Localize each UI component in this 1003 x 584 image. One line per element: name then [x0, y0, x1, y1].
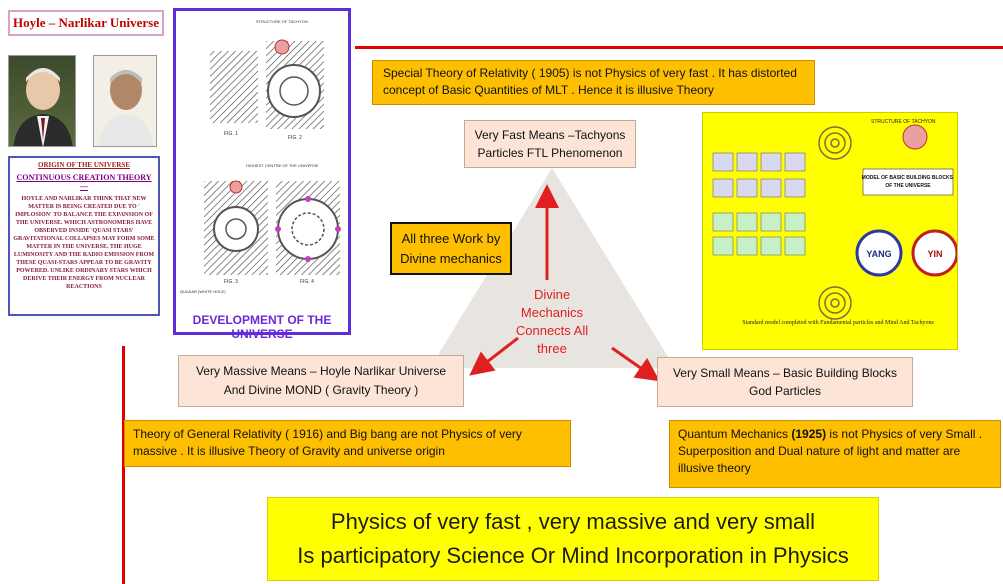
bottom-line-2: Is participatory Science Or Mind Incorpo… — [297, 543, 849, 568]
very-massive-box: Very Massive Means – Hoyle Narlikar Univ… — [178, 355, 464, 407]
very-small-box: Very Small Means – Basic Building Blocks… — [657, 357, 913, 407]
fig4-core — [291, 212, 325, 246]
model-title-box — [862, 168, 954, 196]
divine-mechanics-box: All three Work by Divine mechanics — [390, 222, 512, 275]
panel-caption: Standard model completed with Fundamenta… — [742, 320, 934, 326]
qm-text-a: Quantum Mechanics — [678, 427, 792, 441]
yang-label: YANG — [866, 249, 891, 259]
bottom-line-1: Physics of very fast , very massive and … — [330, 509, 816, 534]
fig4-dot — [275, 226, 281, 232]
portrait-photo-hoyle — [8, 55, 76, 147]
development-figures: FIG. 1 FIG. 2 STRUCTURE OF TACHYON FIG. … — [180, 19, 341, 294]
fig2-label: FIG. 2 — [288, 135, 302, 141]
fig4-label: FIG. 4 — [300, 279, 314, 285]
quantum-mechanics-box: Quantum Mechanics (1925) is not Physics … — [669, 420, 1001, 488]
spiral-icon-top — [818, 126, 852, 160]
fig2-core — [279, 76, 309, 106]
bottom-statement-box: Physics of very fast , very massive and … — [267, 497, 879, 581]
spiral-icon-bottom — [818, 286, 852, 320]
particle-grid — [712, 152, 806, 256]
hoyle-narlikar-title: Hoyle – Narlikar Universe — [8, 10, 164, 36]
qm-text-b: is not Physics of very Small . Superposi… — [678, 427, 983, 475]
building-blocks-figure: STRUCTURE OF TACHYON MODEL OF BASIC BUIL… — [712, 119, 957, 326]
development-panel: FIG. 1 FIG. 2 STRUCTURE OF TACHYON FIG. … — [173, 8, 351, 335]
model-title-line2: OF THE UNIVERSE — [885, 183, 931, 189]
very-fast-box: Very Fast Means –Tachyons Particles FTL … — [464, 120, 636, 168]
origin-body: HOYLE AND NARLIKAR THINK THAT NEW MATTER… — [13, 196, 155, 290]
fig4-dot — [305, 256, 311, 262]
general-relativity-box: Theory of General Relativity ( 1916) and… — [124, 420, 571, 467]
special-relativity-box: Special Theory of Relativity ( 1905) is … — [372, 60, 815, 105]
arrow-right — [611, 346, 660, 382]
fig1-hatch — [210, 51, 258, 123]
tachyon-structure-icon — [902, 124, 928, 150]
panel-caption-wrap: Standard model completed with Fundamenta… — [742, 320, 934, 326]
tachyon-structure-label: STRUCTURE OF TACHYON — [871, 119, 936, 125]
portrait-photo-narlikar — [93, 55, 157, 147]
fig3-core — [225, 218, 247, 240]
origin-of-universe-box: ORIGIN OF THE UNIVERSE CONTINUOUS CREATI… — [8, 156, 160, 316]
label-highest-centre: HIGHEST CENTRE OF THE UNIVERSE — [246, 163, 319, 168]
label-structure-tachyon: STRUCTURE OF TACHYON — [256, 19, 308, 24]
building-blocks-panel: STRUCTURE OF TACHYON MODEL OF BASIC BUIL… — [702, 112, 958, 350]
development-title: DEVELOPMENT OF THE UNIVERSE — [192, 313, 332, 341]
tachyon-icon — [274, 39, 290, 55]
top-red-line — [355, 46, 1003, 49]
fig4-dot — [305, 196, 311, 202]
label-quasar: QUASAR (WHITE HOLE) — [180, 289, 226, 294]
fig4-dot — [335, 226, 341, 232]
yin-label: YIN — [927, 249, 942, 259]
model-title-line1: MODEL OF BASIC BUILDING BLOCKS — [862, 175, 954, 181]
origin-subheading: CONTINUOUS CREATION THEORY— — [16, 173, 152, 191]
fig3-tachyon-icon — [229, 180, 243, 194]
origin-heading: ORIGIN OF THE UNIVERSE — [38, 161, 130, 169]
yang-circle — [855, 229, 903, 277]
yin-circle — [911, 229, 957, 277]
left-red-line — [122, 346, 125, 584]
fig1-label: FIG. 1 — [224, 131, 238, 137]
fig3-label: FIG. 3 — [224, 279, 238, 285]
qm-year: (1925) — [791, 427, 827, 441]
model-title: MODEL OF BASIC BUILDING BLOCKS OF THE UN… — [862, 175, 955, 189]
divine-center-text: Divine Mechanics Connects All three — [515, 287, 589, 356]
